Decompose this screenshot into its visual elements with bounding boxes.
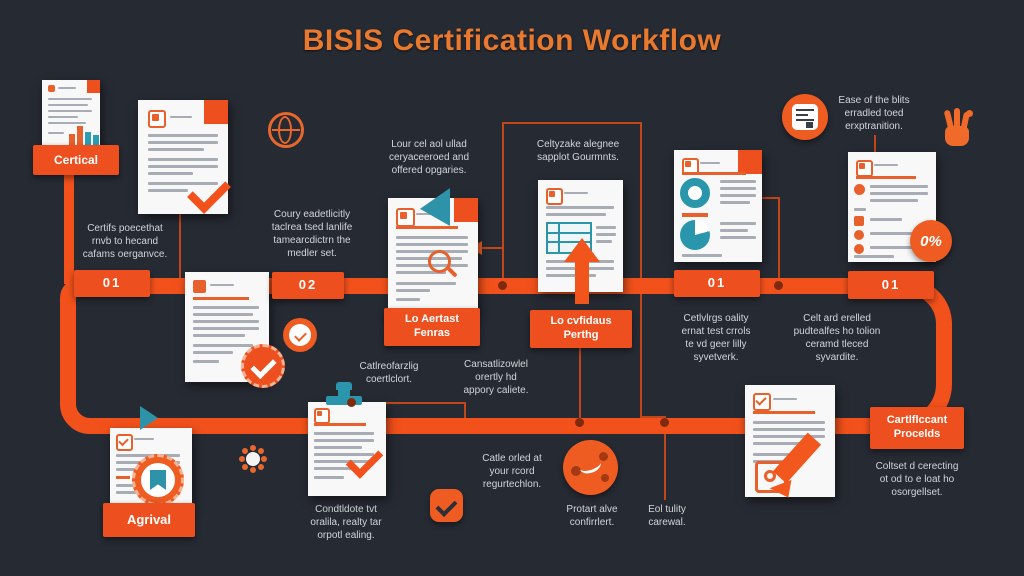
pie-chart-icon [680, 220, 710, 250]
caption-cert-note1: Catlreofarzlig coertlclort. [359, 361, 419, 385]
check-bullet-icon [854, 216, 864, 226]
donut-chart-icon [680, 178, 710, 208]
connector-line [482, 247, 504, 249]
caption-cert-left: Certifs poecethat rnvb to hecand cafams … [82, 223, 168, 260]
label-lo-aertast: Lo Aertast Fenras [384, 308, 480, 346]
label-certproc: Cartlflccant Procelds [870, 407, 964, 449]
caption-submit-note: Celtyzake alegnee sapplot Gourmnts. [536, 139, 620, 163]
checkbox-logo-icon [753, 393, 771, 411]
document-review [388, 198, 478, 312]
step-badge-4: 01 [848, 271, 934, 299]
page-title: BISIS Certification Workflow [302, 24, 722, 57]
corner-fold [454, 198, 478, 222]
document-analytics [674, 150, 762, 262]
check-bullet-icon [854, 230, 864, 240]
label-certical: Certical [33, 145, 119, 175]
junction-dot [498, 281, 507, 290]
connector-line [464, 402, 466, 418]
connector-line [640, 122, 642, 418]
step-badge-1: 01 [74, 270, 150, 297]
document-approved [138, 100, 231, 214]
stamp-icon [336, 382, 352, 390]
award-badge-icon [132, 454, 184, 506]
caption-offered-note: Lour cel aol ullad ceryaceeroed and offe… [388, 139, 470, 176]
check-bullet-icon [854, 244, 864, 254]
caption-globe-note: Coury eadetlicitly taclrea tsed lanlife … [271, 209, 353, 259]
doc-logo-icon [116, 434, 133, 451]
corner-fold [204, 100, 228, 124]
seal-check-icon [241, 344, 285, 388]
caption-audits-note: Celt ard erelled pudtealfes ho tolion ce… [793, 313, 881, 363]
check-bullet-icon [854, 184, 865, 195]
connector-line [502, 122, 504, 284]
bar-chart-icon [69, 134, 75, 146]
connector-line [352, 402, 466, 404]
doc-logo-icon [193, 280, 206, 293]
connector-line [778, 197, 780, 284]
step-badge-2: 02 [272, 272, 344, 299]
corner-fold [738, 150, 762, 174]
caption-quality2-note: Eol tulity carewal. [648, 504, 686, 528]
connector-line [874, 135, 876, 153]
sun-icon [246, 452, 260, 466]
document-sealed [185, 272, 285, 388]
connector-line [179, 214, 181, 280]
document-stamped [308, 402, 386, 496]
up-arrow-icon [564, 238, 600, 262]
connector-line [640, 416, 666, 418]
caption-correcting-note: Coltset d cerecting ot od to e loat ho o… [875, 461, 959, 498]
caption-quality-note: Cetlvlrgs oality ernat test crrols te vd… [681, 313, 751, 363]
hand-icon [940, 108, 978, 150]
check-square-icon [430, 489, 463, 522]
junction-dot [774, 281, 783, 290]
globe-icon [268, 112, 304, 148]
caption-cert-note2: Cansatlizowlel orertly hd appory caliete… [463, 359, 529, 396]
step-badge-3: 01 [674, 270, 760, 297]
workflow-pipe-stub [64, 172, 74, 284]
connector-line [760, 197, 780, 199]
corner-fold [87, 80, 100, 93]
caption-approval-note: Condtldote tvt oralila, realty tar orpot… [310, 504, 382, 541]
connector-line [579, 346, 581, 422]
caption-record-note: Catle orled at your rcord regurtechlon. [482, 453, 542, 490]
ribbon-icon [150, 470, 166, 490]
document-report-chart [42, 80, 100, 151]
certificate-circle-icon [782, 94, 828, 140]
percent-badge: 0% [910, 220, 952, 262]
connector-line [502, 122, 642, 124]
ball-icon [563, 440, 618, 495]
check-icon [187, 170, 231, 214]
badge-circle-icon [283, 318, 317, 352]
label-lo-cvfidaus: Lo cvfidaus Perthg [530, 310, 632, 348]
junction-dot [347, 398, 356, 407]
magnifier-icon [428, 250, 451, 273]
caption-ease-note: Ease of the blits erradled toed erxptran… [838, 95, 910, 132]
caption-pointer-note: Protart alve confirrlert. [566, 504, 618, 528]
label-agrival: Agrival [103, 503, 195, 537]
doc-logo-icon [48, 85, 55, 92]
junction-dot [575, 418, 584, 427]
junction-dot [660, 418, 669, 427]
connector-line [664, 432, 666, 500]
